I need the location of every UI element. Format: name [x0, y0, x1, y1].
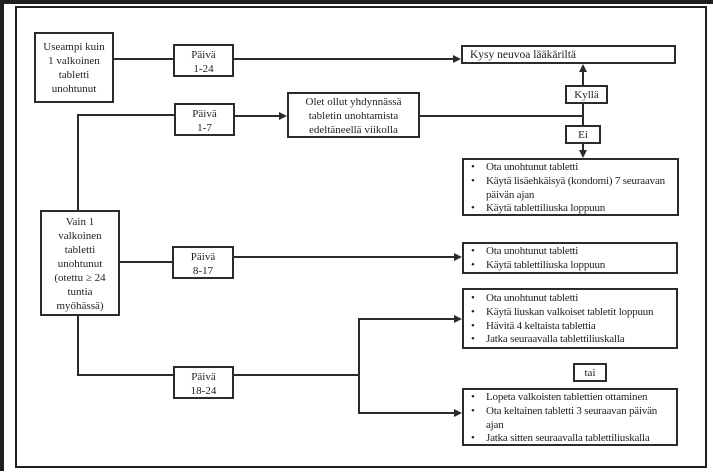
connector-line [78, 114, 175, 116]
connector-line [77, 314, 79, 376]
node-text-line: Vain 1 [65, 216, 95, 228]
instruction-item: Ota unohtunut tabletti [464, 292, 674, 306]
node-text-line: 8-17 [192, 265, 214, 277]
instruction-item: Käytä tablettiliuska loppuun [464, 259, 674, 273]
node-text-line: Päivä [191, 371, 216, 383]
node-text-line: edeltäneellä viikolla [309, 124, 398, 136]
arrowhead-right-icon [454, 253, 462, 261]
node-multiple-white-tablets-missed: Useampi kuin 1 valkoinen tabletti unohtu… [34, 32, 114, 103]
connector-line [420, 115, 584, 117]
instruction-item: Ota unohtunut tabletti [464, 161, 675, 175]
node-text-line: tai [584, 366, 596, 379]
node-text-line: unohtunut [57, 258, 103, 270]
node-intercourse-previous-week: Olet ollut yhdynnässä tabletin unohtamis… [287, 92, 420, 138]
arrowhead-right-icon [454, 409, 462, 417]
instruction-item: Ota keltainen tabletti 3 seuraavan päivä… [464, 405, 674, 433]
node-day-8-17: Päivä 8-17 [172, 246, 234, 279]
node-ask-doctor: Kysy neuvoa lääkäriltä [461, 45, 676, 64]
connector-line [235, 115, 280, 117]
node-text-line: valkoinen [58, 230, 102, 242]
node-text-line: tabletti [64, 244, 96, 256]
node-text-line: Päivä [191, 49, 216, 61]
connector-line [582, 143, 584, 151]
connector-line [78, 374, 174, 376]
connector-line [234, 256, 455, 258]
connector-line [358, 318, 455, 320]
node-text-line: 1-7 [197, 122, 212, 134]
node-text-line: tuntia [67, 286, 93, 298]
arrowhead-right-icon [453, 55, 461, 63]
node-no-label: Ei [565, 125, 601, 144]
node-text-line: Kyllä [574, 88, 599, 101]
instruction-list: Ota unohtunut tabletti Käytä lisäehkäisy… [464, 161, 675, 216]
connector-line [358, 318, 360, 414]
connector-line [234, 374, 360, 376]
node-text-line: unohtunut [51, 83, 97, 95]
node-instructions-day8-17: Ota unohtunut tabletti Käytä tablettiliu… [462, 242, 678, 274]
node-instructions-day18-24-option1: Ota unohtunut tabletti Käytä liuskan val… [462, 288, 678, 349]
connector-line [582, 103, 584, 126]
arrowhead-right-icon [279, 112, 287, 120]
instruction-item: Jatka sitten seuraavalla tablettiliuskal… [464, 432, 674, 446]
instruction-item: Ota unohtunut tabletti [464, 245, 674, 259]
node-text-line: tabletti [58, 69, 90, 81]
scan-border-top [0, 0, 713, 4]
connector-line [358, 412, 455, 414]
instruction-item: Käytä tablettiliuska loppuun [464, 202, 675, 216]
instruction-item: Lopeta valkoisten tablettien ottaminen [464, 391, 674, 405]
connector-line [77, 114, 79, 211]
instruction-list: Ota unohtunut tabletti Käytä tablettiliu… [464, 245, 674, 273]
node-text-line: Kysy neuvoa lääkäriltä [470, 48, 577, 61]
node-text-line: (otettu ≥ 24 [54, 272, 106, 284]
node-day-18-24: Päivä 18-24 [173, 366, 234, 399]
node-text-line: Olet ollut yhdynnässä [305, 96, 402, 108]
node-day-1-24: Päivä 1-24 [173, 44, 234, 77]
connector-line [114, 58, 173, 60]
arrowhead-down-icon [579, 150, 587, 158]
node-text-line: myöhässä) [56, 300, 104, 312]
node-or-label: tai [573, 363, 607, 382]
connector-line [119, 261, 173, 263]
node-text-line: tabletin unohtamista [308, 110, 399, 122]
node-instructions-day1-7-no: Ota unohtunut tabletti Käytä lisäehkäisy… [462, 158, 679, 216]
node-text-line: Ei [578, 128, 588, 141]
node-day-1-7: Päivä 1-7 [174, 103, 235, 136]
node-text-line: Päivä [192, 108, 217, 120]
instruction-item: Käytä lisäehkäisyä (kondomi) 7 seuraavan… [464, 175, 675, 203]
flowchart-frame [15, 6, 707, 468]
instruction-item: Jatka seuraavalla tablettiliuskalla [464, 333, 674, 347]
scan-border-left [0, 0, 4, 471]
node-text-line: 1 valkoinen [48, 55, 100, 67]
node-text-line: Useampi kuin [43, 41, 105, 53]
instruction-item: Hävitä 4 keltaista tablettia [464, 320, 674, 334]
arrowhead-up-icon [579, 64, 587, 72]
node-text-line: 1-24 [193, 63, 214, 75]
instruction-list: Lopeta valkoisten tablettien ottaminen O… [464, 391, 674, 446]
node-text-line: Päivä [190, 251, 216, 263]
node-yes-label: Kyllä [565, 85, 608, 104]
node-instructions-day18-24-option2: Lopeta valkoisten tablettien ottaminen O… [462, 388, 678, 446]
instruction-list: Ota unohtunut tabletti Käytä liuskan val… [464, 292, 674, 347]
instruction-item: Käytä liuskan valkoiset tabletit loppuun [464, 306, 674, 320]
connector-line [234, 58, 454, 60]
node-text-line: 18-24 [190, 385, 217, 397]
connector-line [582, 71, 584, 85]
node-one-white-tablet-missed: Vain 1 valkoinen tabletti unohtunut (ote… [40, 210, 120, 316]
arrowhead-right-icon [454, 315, 462, 323]
